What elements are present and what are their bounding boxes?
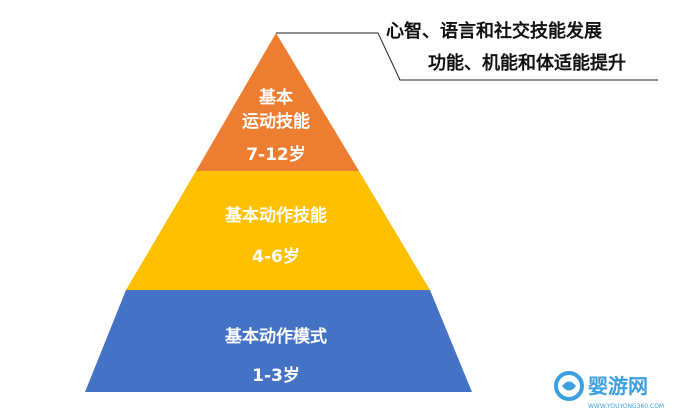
bottom-tier-age: 1-3岁 — [252, 365, 300, 386]
top-tier-age: 7-12岁 — [246, 144, 306, 165]
watermark-brand: 婴游网 — [588, 374, 648, 398]
annotation-connector-line — [276, 32, 658, 81]
pyramid-tier-bottom — [85, 290, 472, 392]
annotation-line-2: 功能、机能和体适能提升 — [428, 52, 626, 74]
bottom-tier-title: 基本动作模式 — [224, 326, 327, 347]
middle-tier-title: 基本动作技能 — [224, 205, 327, 226]
watermark-swirl-icon — [554, 371, 584, 401]
top-tier-title-line-1: 基本 — [258, 87, 293, 108]
pyramid-tier-top — [196, 33, 359, 171]
watermark-swirl-inner — [562, 381, 576, 391]
pyramid-tier-middle — [126, 171, 430, 290]
watermark-logo: 婴游网 WWW.YOUYONG360.COM — [554, 371, 664, 410]
top-tier-title-line-2: 运动技能 — [242, 111, 310, 132]
middle-tier-age: 4-6岁 — [252, 246, 300, 267]
watermark-url: WWW.YOUYONG360.COM — [588, 403, 664, 410]
annotation-line-1: 心智、语言和社交技能发展 — [386, 20, 603, 42]
